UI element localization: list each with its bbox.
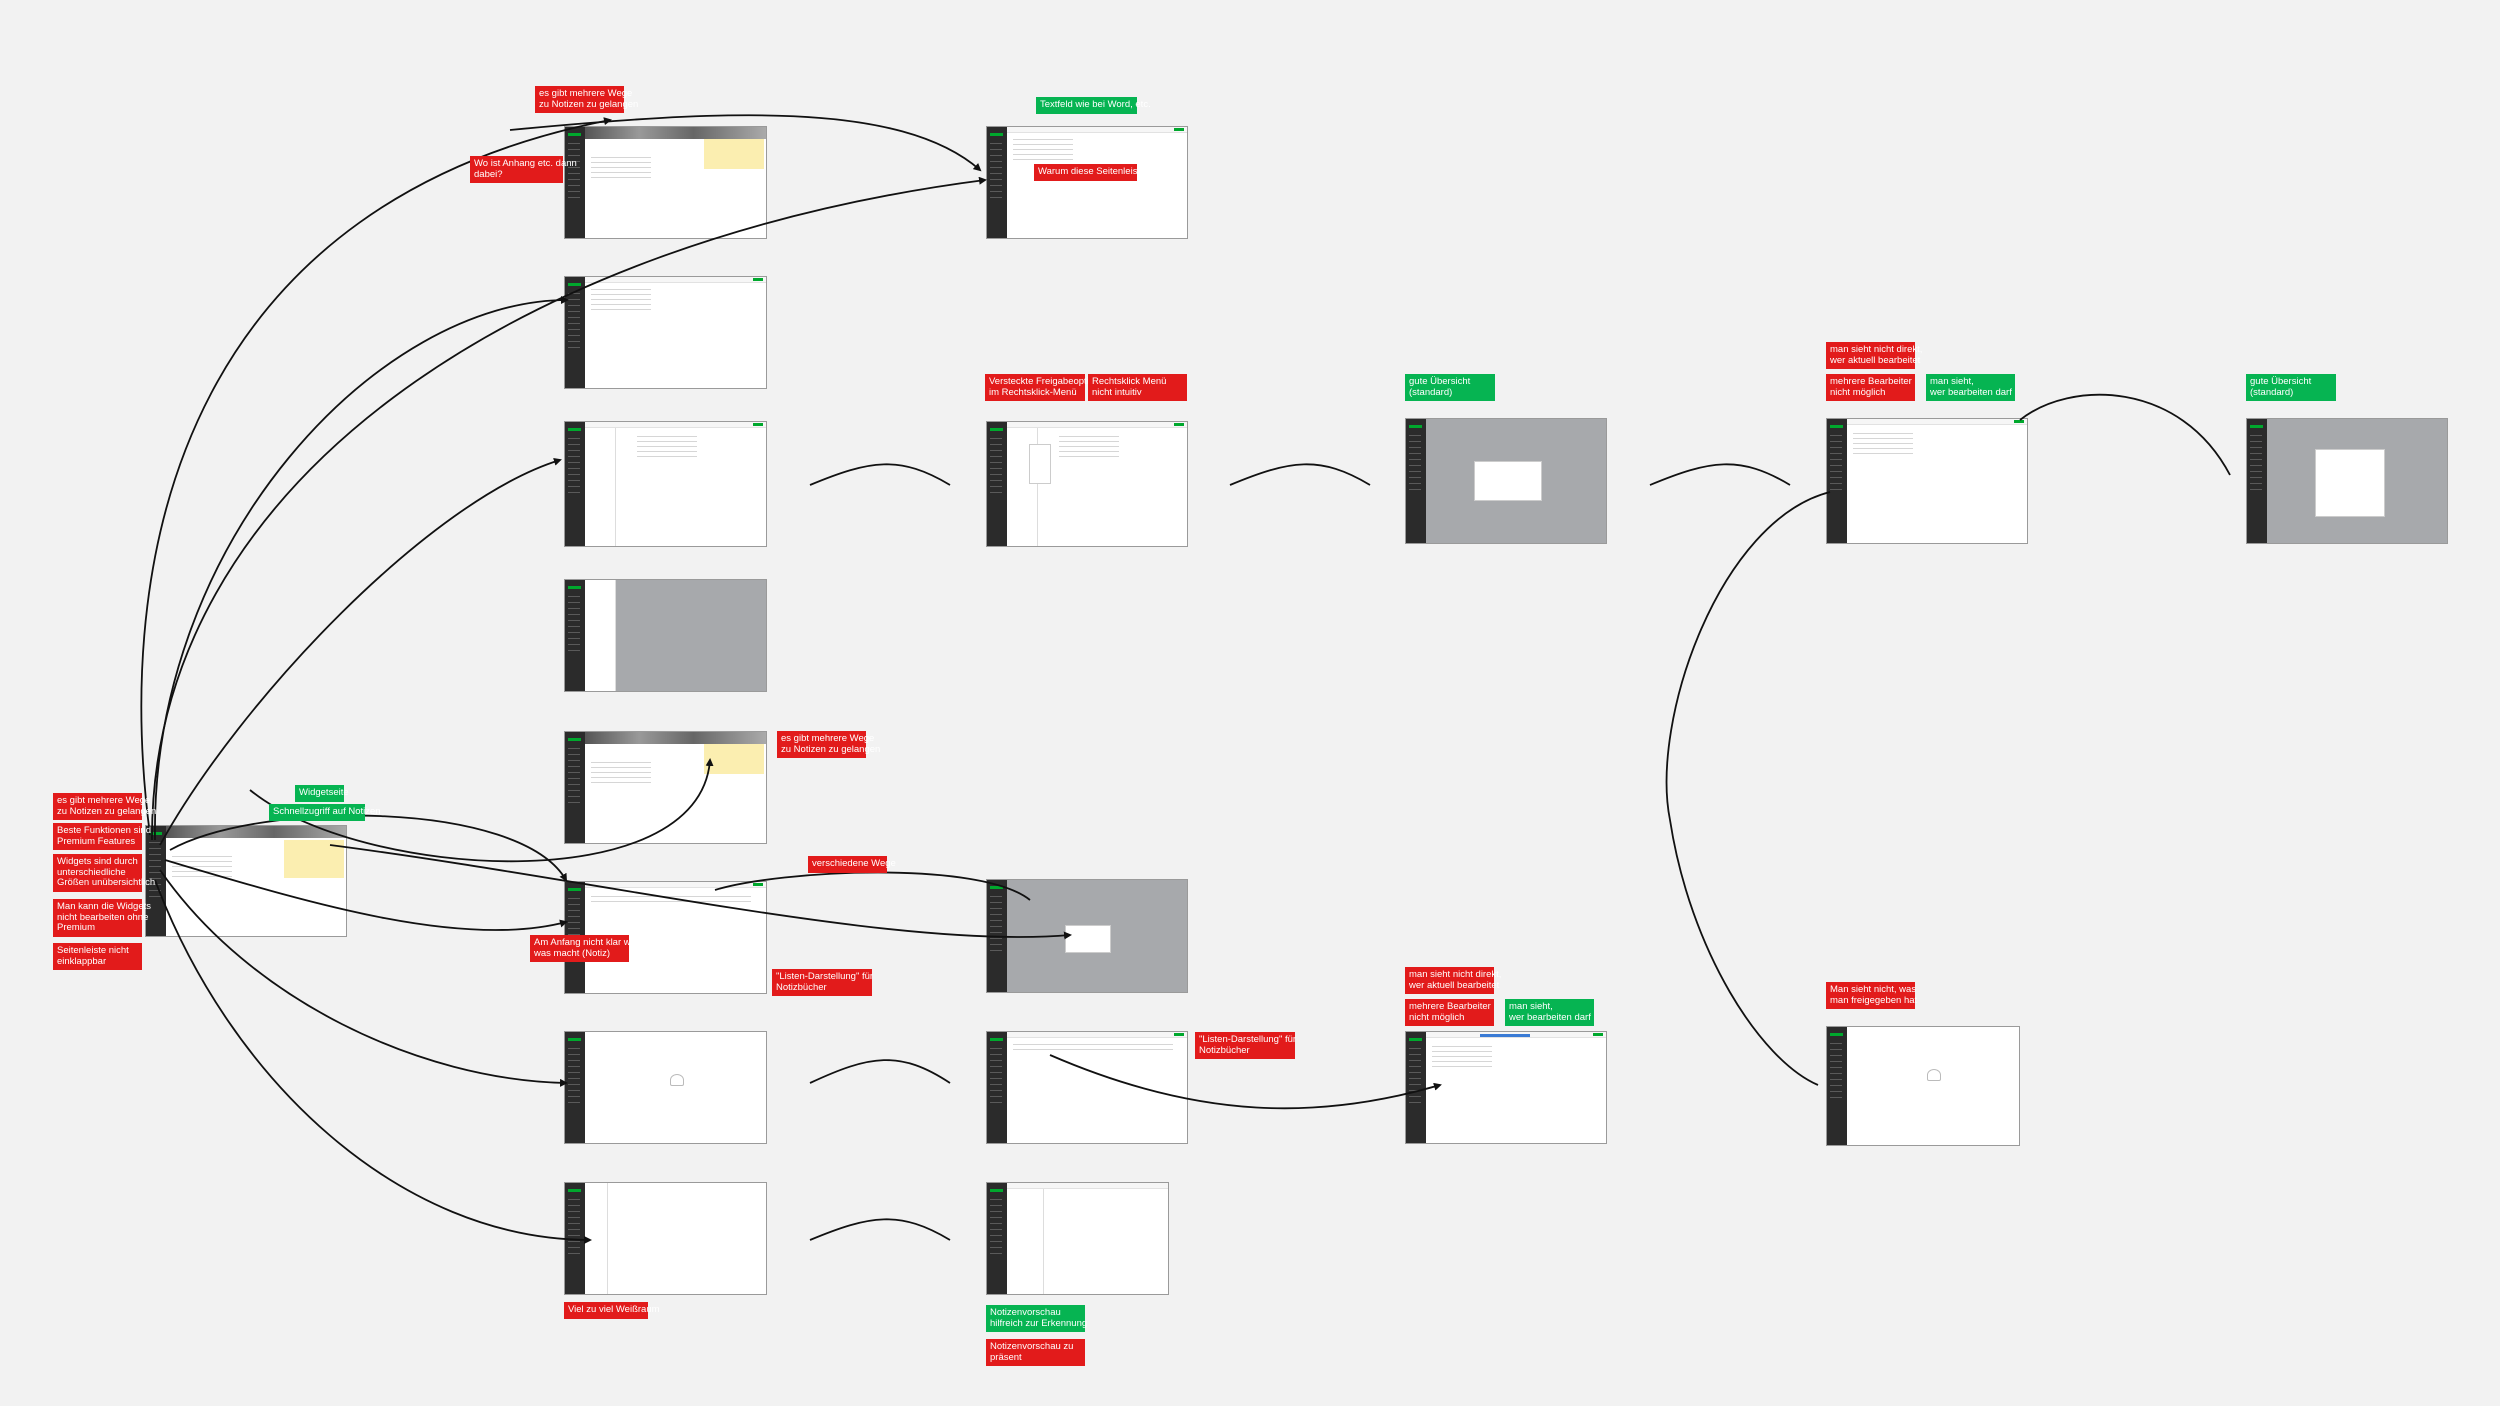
note-mehrere-bearbeiter-2: mehrere Bearbeiter nicht möglich [1405, 999, 1494, 1026]
arrow-big-arc [1665, 491, 1831, 1086]
note-gute-uebersicht-1: gute Übersicht (standard) [1405, 374, 1495, 401]
screen-shared-empty-2 [1826, 1026, 2020, 1146]
note-premium-features: Beste Funktionen sind Premium Features [53, 823, 151, 850]
screen-note-editor-1 [564, 276, 767, 389]
note-nicht-freigegeben: Man sieht nicht, was man freigegeben hat [1826, 982, 1917, 1009]
note-anhang: Wo ist Anhang etc. dann dabei? [470, 156, 577, 183]
note-seitenleiste: Seitenleiste nicht einklappbar [53, 943, 142, 970]
note-rechtsklick: Rechtsklick Menü nicht intuitiv [1088, 374, 1187, 401]
screen-share-dialog-1 [986, 879, 1188, 993]
note-listen-darstellung-1: "Listen-Darstellung" für Notizbücher [772, 969, 873, 996]
note-listen-darstellung-2: "Listen-Darstellung" für Notizbücher [1195, 1032, 1296, 1059]
note-bearbeiten-darf-1: man sieht, wer bearbeiten darf [1926, 374, 2015, 401]
note-mehrere-bearbeiter-1: mehrere Bearbeiter nicht möglich [1826, 374, 1915, 401]
screen-home-variant-2 [564, 731, 767, 844]
note-am-anfang: Am Anfang nicht klar was was macht (Noti… [530, 935, 641, 962]
arrow-row2-d [2019, 393, 2231, 476]
screen-notebook-table [986, 1031, 1188, 1144]
screen-share-dialog-4 [2246, 418, 2448, 544]
screen-notebooks-empty [564, 1182, 767, 1295]
screen-home-dashboard [145, 825, 347, 937]
note-nicht-direkt-2: man sieht nicht direkt, wer aktuell bear… [1405, 967, 1501, 994]
note-versteckte-freigabe: Versteckte Freigabeoption im Rechtsklick… [985, 374, 1099, 401]
arrow-home-to-editor-2 [140, 117, 612, 836]
screen-empty-overlay [564, 579, 767, 692]
note-mehrere-wege-mid: es gibt mehrere Wege zu Notizen zu gelan… [777, 731, 880, 758]
arrow-row2-b [1229, 463, 1371, 486]
note-widgets-premium: Man kann die Widgets nicht bearbeiten oh… [53, 899, 151, 937]
note-widgetseite: Widgetseite [295, 785, 349, 802]
note-mehrere-wege-top: es gibt mehrere Wege zu Notizen zu gelan… [535, 86, 638, 113]
note-schnellzugriff: Schnellzugriff auf Notizen [269, 804, 381, 821]
screen-share-dialog-3 [1405, 1031, 1607, 1144]
screen-notebook-list-1 [564, 421, 767, 547]
screen-notebook-preview [986, 1182, 1169, 1295]
screen-share-dialog-2 [1405, 418, 1607, 544]
arrow-home-to-editor-1 [154, 296, 569, 841]
arrow-row2-c [1649, 463, 1791, 486]
note-widgets-groessen: Widgets sind durch unterschiedliche Größ… [53, 854, 155, 892]
note-bearbeiten-darf-2: man sieht, wer bearbeiten darf [1505, 999, 1594, 1026]
note-vorschau-hilfreich: Notizenvorschau hilfreich zur Erkennung [986, 1305, 1087, 1332]
note-warum-seitenleiste: Warum diese Seitenleiste? [1034, 164, 1151, 181]
note-mehrere-wege-left: es gibt mehrere Wege zu Notizen zu gelan… [53, 793, 156, 820]
screen-home-variant-1 [564, 126, 767, 239]
screen-shared-note [1826, 418, 2028, 544]
note-gute-uebersicht-2: gute Übersicht (standard) [2246, 374, 2336, 401]
note-verschiedene-wege: verschiedene Wege [808, 856, 896, 873]
note-textfeld-word: Textfeld wie bei Word, etc. [1036, 97, 1151, 114]
screen-context-menu [986, 421, 1188, 547]
note-weissraum: Viel zu viel Weißraum [564, 1302, 660, 1319]
screen-note-editor-2 [986, 126, 1188, 239]
arrow-row2-a [809, 463, 951, 486]
screen-shared-empty-1 [564, 1031, 767, 1144]
note-nicht-direkt-1: man sieht nicht direkt, wer aktuell bear… [1826, 342, 1922, 369]
note-vorschau-praesent: Notizenvorschau zu präsent [986, 1339, 1085, 1366]
arrow-home-to-notebooks [159, 457, 562, 846]
arrow-row7-a [809, 1218, 951, 1241]
arrow-row6-a [809, 1059, 951, 1084]
